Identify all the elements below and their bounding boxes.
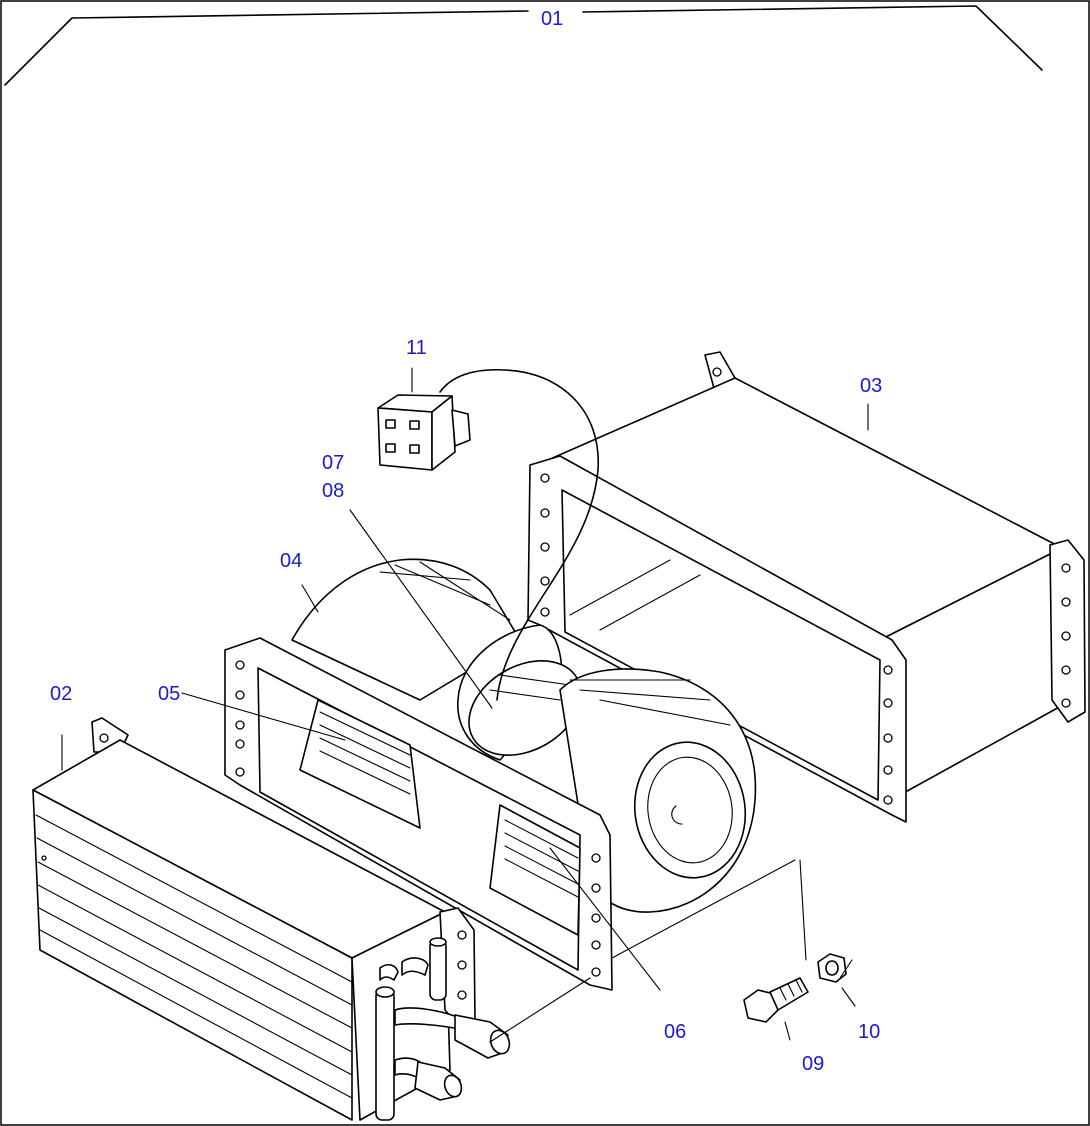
label-06: 06 (664, 1021, 686, 1043)
flange-holes-right (1061, 563, 1071, 708)
part-09-bolt (743, 977, 809, 1023)
label-07: 07 (322, 452, 344, 474)
part-04-blower (224, 368, 757, 991)
part-03-duct-housing (527, 351, 1086, 823)
label-04: 04 (280, 550, 302, 572)
part-10-nut (817, 953, 847, 983)
blower-flange-holes (235, 660, 601, 977)
flange-holes-left (540, 473, 893, 805)
label-10: 10 (858, 1021, 880, 1043)
assembly-bracket (4, 5, 1043, 86)
label-08: 08 (322, 480, 344, 502)
heater-fins (35, 814, 353, 1099)
label-11: 11 (406, 337, 427, 359)
label-09: 09 (802, 1053, 824, 1075)
blower-wheel-slats (319, 711, 579, 898)
part-02-heater-core (32, 717, 511, 1121)
label-03: 03 (860, 375, 882, 397)
label-05: 05 (158, 683, 180, 705)
leader-lines (61, 367, 869, 1043)
part-labels: 01 02 03 04 05 06 07 08 09 10 11 (50, 8, 882, 1075)
label-02: 02 (50, 683, 72, 705)
label-01: 01 (541, 8, 563, 30)
part-11-connector (377, 394, 471, 471)
